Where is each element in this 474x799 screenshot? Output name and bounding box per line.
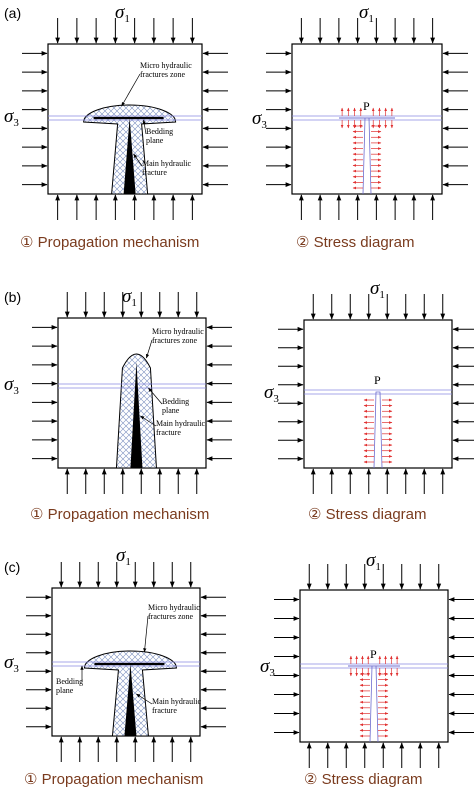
panel-tag: (a) (4, 5, 21, 21)
sigma1-label-left: σ1 (115, 2, 130, 25)
sigma3-label-left: σ3 (4, 652, 19, 675)
main-fracture-wedge (130, 362, 143, 468)
label-leader (121, 73, 141, 107)
panel-tag: (c) (4, 559, 20, 575)
stress-diagram: σ1 σ3 P (260, 550, 474, 768)
sigma3-label-right: σ3 (252, 108, 267, 131)
label-leader (140, 415, 157, 427)
sigma1-label-left: σ1 (116, 545, 131, 568)
rock-block (291, 43, 443, 195)
panel-tag: (b) (4, 289, 21, 305)
pressure-label: P (370, 647, 377, 661)
sigma3-label-right: σ3 (264, 382, 279, 405)
label-leader (136, 693, 153, 705)
main-fracture-wedge (124, 664, 137, 736)
sigma1-label-right: σ1 (370, 278, 385, 301)
fracture-outline (373, 391, 383, 469)
sigma1-label-left: σ1 (122, 286, 137, 309)
label-leader (133, 153, 143, 167)
sigma3-label-left: σ3 (4, 106, 19, 129)
stress-diagram: σ1 σ3 P (264, 278, 474, 494)
sigma1-label-right: σ1 (366, 550, 381, 573)
caption-stress-diagram: ② Stress diagram (304, 771, 423, 788)
label-leader (142, 119, 147, 135)
sigma1-label-right: σ1 (359, 2, 374, 25)
label-leader (143, 615, 149, 653)
caption-propagation-mechanism: ① Propagation mechanism (20, 234, 199, 251)
label-leader (145, 339, 153, 359)
pressure-label: P (363, 99, 370, 113)
sigma3-label-right: σ3 (260, 656, 275, 679)
pressure-label: P (374, 373, 381, 387)
stress-diagram: σ1 σ3 P (252, 2, 468, 220)
caption-propagation-mechanism: ① Propagation mechanism (30, 506, 209, 523)
sigma3-label-left: σ3 (4, 374, 19, 397)
caption-propagation-mechanism: ① Propagation mechanism (24, 771, 203, 788)
caption-stress-diagram: ② Stress diagram (308, 506, 427, 523)
caption-stress-diagram: ② Stress diagram (296, 234, 415, 251)
main-fracture-wedge (123, 118, 136, 194)
label-leader (148, 387, 163, 405)
